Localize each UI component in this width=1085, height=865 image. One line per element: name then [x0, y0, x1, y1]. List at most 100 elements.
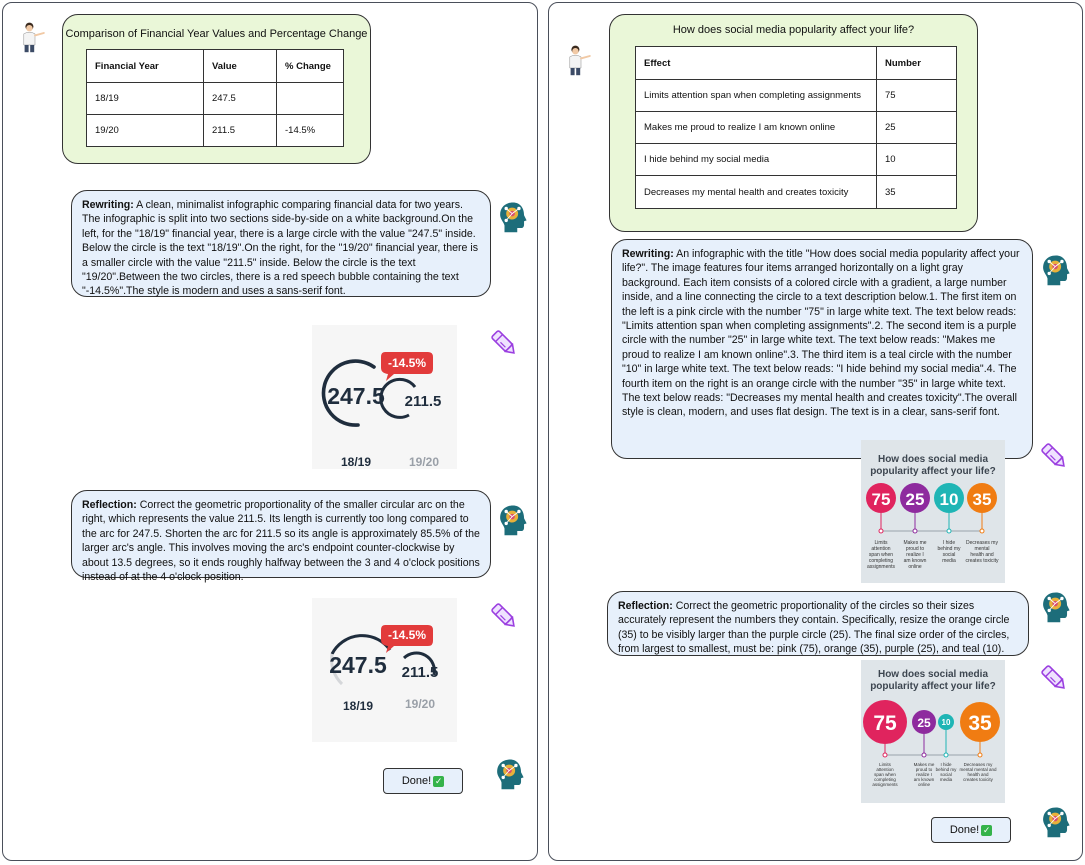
- user-question-bubble: How does social media popularity affect …: [609, 14, 978, 232]
- item-circle-75: 75: [863, 700, 907, 758]
- infographic-svg: How does social media popularity affect …: [866, 454, 999, 570]
- svg-text:Decreases my: Decreases my: [966, 540, 998, 546]
- table-cell: Makes me proud to realize I am known onl…: [635, 111, 877, 144]
- checkmark-icon: ✓: [433, 775, 445, 787]
- svg-text:online: online: [918, 782, 931, 787]
- svg-text:span when: span when: [874, 772, 896, 777]
- year-18-19-text: 18/19: [341, 455, 371, 469]
- pen-tool-icon: [1039, 441, 1069, 471]
- assistant-brain-icon: [496, 501, 530, 539]
- item-circle-35: 35: [960, 702, 1000, 758]
- rewriting-text: A clean, minimalist infographic comparin…: [82, 199, 479, 298]
- item-circle-75: 75: [866, 483, 896, 534]
- rewriting-bubble: Rewriting: A clean, minimalist infograph…: [71, 190, 491, 297]
- svg-text:25: 25: [917, 716, 931, 730]
- svg-text:online: online: [908, 564, 922, 570]
- table-header-cell: % Change: [276, 49, 344, 83]
- image-title-line: popularity affect your life?: [870, 681, 996, 692]
- svg-text:Decreases my: Decreases my: [964, 762, 994, 767]
- infographic-svg: -14.5% 247.5 211.5 18/19 19/20: [321, 352, 442, 469]
- reflection-text: Correct the geometric proportionality of…: [82, 499, 480, 584]
- svg-text:I hide: I hide: [940, 762, 952, 767]
- svg-text:Limits: Limits: [874, 540, 888, 546]
- table-cell: 35: [876, 175, 957, 209]
- table-cell: 10: [876, 143, 957, 176]
- checkmark-icon: ✓: [981, 824, 993, 836]
- svg-text:mental mental and: mental mental and: [959, 767, 997, 772]
- table-cell: Decreases my mental health and creates t…: [635, 175, 877, 209]
- svg-text:media: media: [942, 558, 956, 564]
- pen-tool-icon: [489, 601, 519, 631]
- right-conversation-panel: How does social media popularity affect …: [548, 2, 1083, 861]
- svg-text:assignments: assignments: [872, 782, 898, 787]
- pen-tool-icon: [489, 328, 519, 358]
- change-badge-text: -14.5%: [388, 356, 426, 370]
- image-title-line: popularity affect your life?: [870, 466, 996, 477]
- svg-text:completing: completing: [869, 558, 893, 564]
- image-title-line: How does social media: [878, 454, 988, 465]
- svg-text:10: 10: [940, 490, 959, 509]
- svg-text:behind my: behind my: [936, 767, 958, 772]
- svg-text:Makes me: Makes me: [903, 540, 926, 546]
- svg-text:am known: am known: [914, 777, 935, 782]
- svg-text:behind my: behind my: [937, 546, 961, 552]
- table-cell: -14.5%: [276, 114, 344, 147]
- svg-text:creates toxicity: creates toxicity: [963, 777, 994, 782]
- data-table: Financial Year Value % Change 18/19 247.…: [86, 49, 344, 147]
- rewriting-text: An infographic with the title "How does …: [622, 248, 1020, 419]
- user-question-bubble: Comparison of Financial Year Values and …: [62, 14, 371, 164]
- svg-text:media: media: [940, 777, 953, 782]
- data-table: Effect Number Limits attention span when…: [635, 46, 957, 209]
- table-header-cell: Financial Year: [86, 49, 204, 83]
- svg-text:25: 25: [906, 490, 925, 509]
- table-cell: 211.5: [203, 114, 277, 147]
- assistant-brain-icon: [1039, 803, 1073, 841]
- generated-image-2: -14.5% 247.5 211.5 18/19 19/20: [312, 598, 457, 742]
- svg-text:mental: mental: [974, 546, 989, 552]
- value-211-text: 211.5: [405, 393, 442, 410]
- svg-text:75: 75: [873, 712, 897, 735]
- table-header-cell: Number: [876, 46, 957, 80]
- generated-image-1: -14.5% 247.5 211.5 18/19 19/20: [312, 325, 457, 469]
- year-18-19-text: 18/19: [343, 699, 373, 713]
- table-cell: 247.5: [203, 82, 277, 115]
- done-message: Done!✓: [931, 817, 1011, 843]
- svg-text:completing: completing: [874, 777, 896, 782]
- generated-image-2: How does social media popularity affect …: [861, 660, 1005, 803]
- table-header-cell: Value: [203, 49, 277, 83]
- item-circle-10: 10: [934, 483, 964, 534]
- assistant-brain-icon: [493, 755, 527, 793]
- item-circle-10: 10: [938, 714, 954, 758]
- value-211-text: 211.5: [402, 664, 439, 681]
- svg-text:proud to: proud to: [916, 767, 933, 772]
- item-circle-35: 35: [967, 483, 997, 534]
- svg-text:realize I: realize I: [906, 552, 924, 558]
- item-circle-25: 25: [900, 483, 930, 534]
- svg-text:realize I: realize I: [916, 772, 932, 777]
- user-avatar-icon: [15, 21, 47, 53]
- svg-text:Limits: Limits: [879, 762, 892, 767]
- svg-text:I hide: I hide: [943, 540, 955, 546]
- reflection-label: Reflection:: [82, 499, 137, 511]
- generated-image-1: How does social media popularity affect …: [861, 440, 1005, 583]
- year-19-20-text: 19/20: [409, 455, 439, 469]
- value-247-text: 247.5: [329, 652, 387, 678]
- table-cell: Limits attention span when completing as…: [635, 79, 877, 112]
- rewriting-bubble: Rewriting: An infographic with the title…: [611, 239, 1033, 459]
- reflection-bubble: Reflection: Correct the geometric propor…: [607, 591, 1029, 656]
- reflection-label: Reflection:: [618, 600, 673, 612]
- svg-text:Makes me: Makes me: [914, 762, 935, 767]
- table-cell: 75: [876, 79, 957, 112]
- table-title: Comparison of Financial Year Values and …: [65, 28, 368, 40]
- assistant-brain-icon: [1039, 251, 1073, 289]
- table-cell: 25: [876, 111, 957, 144]
- svg-text:proud to: proud to: [906, 546, 925, 552]
- done-text: Done!: [401, 775, 432, 787]
- change-badge-text: -14.5%: [388, 628, 426, 642]
- year-19-20-text: 19/20: [405, 697, 435, 711]
- svg-text:social: social: [943, 552, 956, 558]
- table-cell: 18/19: [86, 82, 204, 115]
- item-circle-25: 25: [912, 710, 936, 758]
